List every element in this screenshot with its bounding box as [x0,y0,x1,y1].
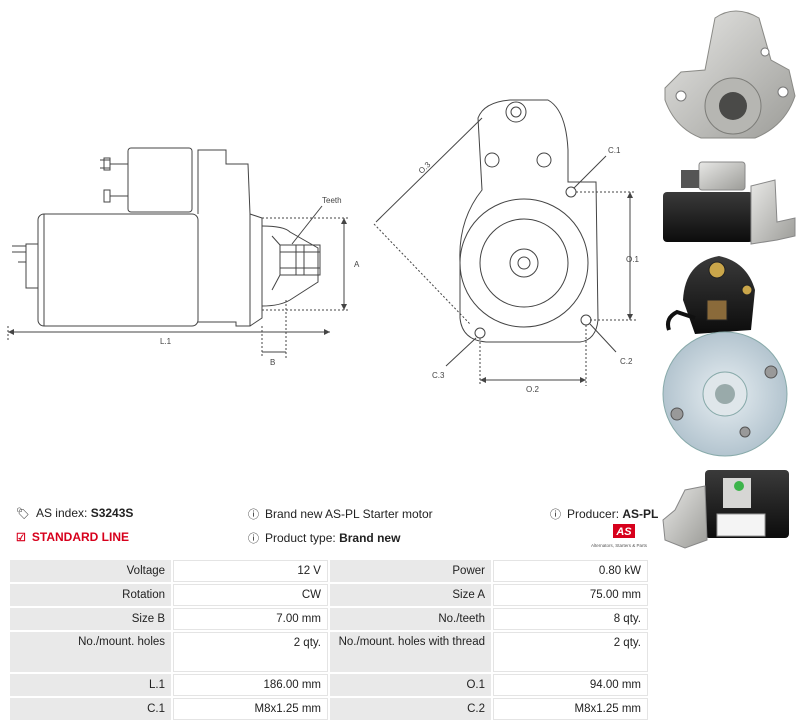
photo-side-label [662,470,789,549]
description-row: ⓘ Brand new AS-PL Starter motor [248,506,433,522]
info-icon: ⓘ [248,509,259,521]
spec-value: 186.00 mm [173,674,328,696]
dimension-b-label: B [270,358,275,367]
c3-label: C.3 [432,371,445,380]
brand-new-text: Brand new AS-PL Starter motor [265,507,433,521]
spec-value: 8 qty. [493,608,648,630]
dimension-l1-label: L.1 [160,337,172,346]
spec-label: No./mount. holes [10,632,172,672]
spec-label: No./mount. holes with thread [329,632,491,672]
dimension-a-label: A [354,260,360,269]
side-view-labels: Teeth A B L.1 [160,196,360,367]
spec-value: M8x1.25 mm [493,698,648,720]
spec-label: No./teeth [329,608,491,630]
as-index-row: 🏷︎ AS index: S3243S [16,506,133,520]
as-index-value: S3243S [90,506,134,520]
spec-value: 94.00 mm [493,674,648,696]
tag-icon: 🏷︎ [16,507,30,520]
front-view-labels: O.3 C.1 O.1 C.2 C.3 O.2 [417,146,640,394]
spec-label: Size A [329,584,491,606]
producer-row: ⓘ Producer: AS-PL [550,506,658,522]
dimension-o1-label: O.1 [626,255,639,264]
spec-label: Size B [10,608,172,630]
spec-value: 75.00 mm [493,584,648,606]
producer-label: Producer: [567,507,620,521]
photo-rear-terminals [662,256,788,457]
spec-label: L.1 [10,674,172,696]
c2-label: C.2 [620,357,633,366]
spec-value: 7.00 mm [173,608,328,630]
as-index-label: AS index: [35,506,88,520]
product-type-row: ⓘ Product type: Brand new [248,530,400,546]
teeth-label: Teeth [322,196,342,205]
spec-label: C.2 [329,698,491,720]
side-view [12,147,321,327]
spec-value: 12 V [173,560,328,582]
front-view [373,99,636,386]
spec-label: Power [329,560,491,582]
checkbox-icon: ☑ [16,531,26,544]
technical-drawing: Teeth A B L.1 [7,99,640,394]
spec-value: CW [173,584,328,606]
photo-side-profile [663,161,796,245]
info-icon: ⓘ [248,533,259,545]
dimension-o2-label: O.2 [526,385,539,394]
spec-label: Rotation [10,584,172,606]
svg-text:Alternators, Starters & Parts: Alternators, Starters & Parts [591,543,648,548]
spec-value: M8x1.25 mm [173,698,328,720]
producer-value: AS-PL [622,507,659,521]
info-icon: ⓘ [550,509,561,521]
photo-front-housing [664,10,796,139]
spec-value: 0.80 kW [493,560,648,582]
product-type-value: Brand new [339,531,401,545]
product-info: 🏷︎ AS index: S3243S ☑ STANDARD LINE ⓘ Br… [0,500,660,555]
product-photos [662,10,796,549]
standard-line-label: STANDARD LINE [31,530,129,544]
spec-label: O.1 [329,674,491,696]
standard-line-row: ☑ STANDARD LINE [16,530,129,544]
spec-value: 2 qty. [173,632,328,672]
c1-label: C.1 [608,146,621,155]
spec-label: C.1 [10,698,172,720]
spec-value: 2 qty. [493,632,648,672]
as-pl-logo: AS Alternators, Starters & Parts [591,524,648,548]
product-type-label: Product type: [265,531,336,545]
svg-text:AS: AS [615,526,632,538]
spec-label: Voltage [10,560,172,582]
dimension-o3-label: O.3 [417,160,433,176]
